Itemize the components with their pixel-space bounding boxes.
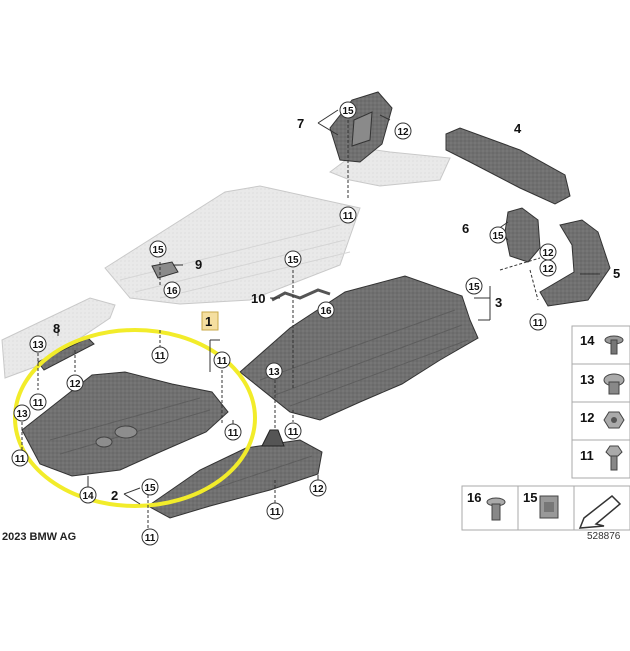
label-15b: 15 <box>489 226 507 244</box>
svg-text:13: 13 <box>268 367 280 378</box>
label-14: 14 <box>79 486 97 504</box>
clip-nut-icon <box>539 495 559 519</box>
svg-text:15: 15 <box>468 282 480 293</box>
svg-text:11: 11 <box>33 398 44 409</box>
svg-text:15: 15 <box>144 483 156 494</box>
label-2: 2 <box>111 488 118 503</box>
label-11c: 11 <box>213 351 231 369</box>
svg-text:13: 13 <box>16 409 28 420</box>
svg-text:15: 15 <box>287 255 299 266</box>
label-16a: 16 <box>163 281 181 299</box>
screw-with-washer-icon <box>604 335 624 355</box>
part-9-bracket <box>151 261 179 279</box>
label-9: 9 <box>195 257 202 272</box>
side-panel-light <box>1 297 116 379</box>
svg-text:11: 11 <box>217 356 228 367</box>
legend-label-13: 13 <box>580 372 594 387</box>
part-8-strip <box>37 337 95 371</box>
legend-label-12: 12 <box>580 410 594 425</box>
part-2-lower-shield <box>147 439 323 519</box>
svg-text:12: 12 <box>542 264 554 275</box>
label-11a: 11 <box>339 206 357 224</box>
label-11g: 11 <box>284 422 302 440</box>
label-15c: 15 <box>149 240 167 258</box>
diagram-number: 528876 <box>587 531 621 542</box>
svg-text:12: 12 <box>69 379 81 390</box>
label-15d: 15 <box>284 250 302 268</box>
label-3: 3 <box>495 295 502 310</box>
label-11j: 11 <box>141 528 159 546</box>
hex-bolt-icon <box>605 445 623 471</box>
direction-arrow-icon <box>578 494 622 529</box>
svg-text:12: 12 <box>397 127 409 138</box>
label-13a: 13 <box>29 335 47 353</box>
svg-text:11: 11 <box>145 533 156 544</box>
label-11e: 11 <box>151 346 169 364</box>
label-16b: 16 <box>317 301 335 319</box>
label-15a: 15 <box>339 101 357 119</box>
part-10-bracket <box>271 288 331 302</box>
legend-label-11: 11 <box>580 448 594 463</box>
svg-text:11: 11 <box>228 428 239 439</box>
label-12e: 12 <box>309 479 327 497</box>
label-7: 7 <box>297 116 304 131</box>
label-15e: 15 <box>465 277 483 295</box>
part-4-bracket <box>445 127 571 205</box>
part-1-front-shield <box>21 371 229 477</box>
svg-text:15: 15 <box>342 106 354 117</box>
part-6-bracket <box>504 207 541 263</box>
leader-lines <box>21 109 600 530</box>
legend-label-14: 14 <box>580 333 595 348</box>
svg-text:11: 11 <box>270 507 281 518</box>
label-8: 8 <box>53 321 60 336</box>
label-12b: 12 <box>539 243 557 261</box>
part-5-panel <box>539 219 611 307</box>
copyright-text: 2023 BMW AG <box>2 531 77 543</box>
svg-text:16: 16 <box>166 286 178 297</box>
legend-label-15: 15 <box>523 490 537 505</box>
highlight-ellipse <box>13 328 257 508</box>
label-11b: 11 <box>529 313 547 331</box>
label-15f: 15 <box>141 478 159 496</box>
label-11d: 11 <box>29 393 47 411</box>
label-11i: 11 <box>266 502 284 520</box>
svg-text:11: 11 <box>533 318 544 329</box>
label-13b: 13 <box>265 362 283 380</box>
svg-text:15: 15 <box>492 231 504 242</box>
svg-text:11: 11 <box>155 351 166 362</box>
svg-text:11: 11 <box>343 211 354 222</box>
label-12c: 12 <box>539 259 557 277</box>
label-12d: 12 <box>66 374 84 392</box>
label-4: 4 <box>514 121 522 136</box>
tag-box-1 <box>201 311 219 331</box>
label-11f: 11 <box>224 423 242 441</box>
label-1: 1 <box>205 314 212 329</box>
svg-text:15: 15 <box>152 245 164 256</box>
svg-text:13: 13 <box>32 340 44 351</box>
label-5: 5 <box>613 266 620 281</box>
svg-text:11: 11 <box>288 427 299 438</box>
label-13c: 13 <box>13 404 31 422</box>
label-10: 10 <box>251 291 265 306</box>
svg-text:14: 14 <box>82 491 94 502</box>
expanding-nut-icon <box>603 373 625 395</box>
hex-collar-nut-icon <box>603 411 625 429</box>
svg-text:16: 16 <box>320 306 332 317</box>
svg-text:11: 11 <box>15 454 26 465</box>
label-11h: 11 <box>11 449 29 467</box>
cone-part <box>261 429 285 447</box>
hex-screw-icon <box>486 497 506 521</box>
legend-label-16: 16 <box>467 490 481 505</box>
svg-text:12: 12 <box>542 248 554 259</box>
part-3-main-shield <box>239 275 479 421</box>
rear-shield-light <box>104 185 361 305</box>
svg-text:12: 12 <box>312 484 324 495</box>
label-12a: 12 <box>394 122 412 140</box>
label-6: 6 <box>462 221 469 236</box>
